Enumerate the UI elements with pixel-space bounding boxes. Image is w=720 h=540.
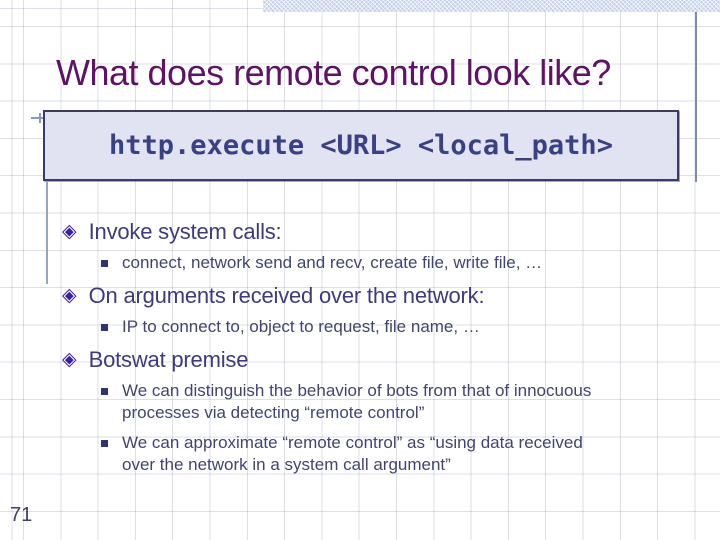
sub-bullet-text: We can approximate “remote control” as “… (122, 433, 583, 474)
bullet-heading: On arguments received over the network: (88, 283, 485, 308)
square-bullet-icon (101, 388, 108, 395)
bullet-heading: Botswat premise (88, 347, 249, 372)
square-bullet-icon (101, 324, 108, 331)
sub-bullet-item: We can distinguish the behavior of bots … (62, 380, 652, 424)
code-text: http.execute <URL> <local_path> (109, 130, 613, 161)
left-accent-line (46, 182, 48, 284)
square-bullet-icon (101, 260, 108, 267)
crosshair-handle-icon (39, 113, 41, 123)
bullet-item-invoke: ◈ Invoke system calls: (62, 220, 652, 244)
crosshair-handle-icon (31, 117, 44, 119)
right-accent-line (695, 12, 697, 182)
sub-bullet-text: IP to connect to, object to request, fil… (122, 317, 480, 336)
bullet-item-botswat: ◈ Botswat premise (62, 348, 652, 372)
diamond-bullet-icon: ◈ (62, 349, 77, 370)
bullet-list: ◈ Invoke system calls: connect, network … (62, 207, 652, 484)
diamond-bullet-icon: ◈ (62, 221, 77, 242)
sub-bullet-text: connect, network send and recv, create f… (122, 253, 543, 272)
sub-bullet-item: We can approximate “remote control” as “… (62, 432, 652, 476)
code-box: http.execute <URL> <local_path> (43, 110, 679, 181)
sub-bullet-item: IP to connect to, object to request, fil… (62, 316, 652, 338)
sub-bullet-text: We can distinguish the behavior of bots … (122, 381, 592, 422)
bullet-item-arguments: ◈ On arguments received over the network… (62, 284, 652, 308)
top-accent-band (263, 0, 720, 12)
sub-bullet-item: connect, network send and recv, create f… (62, 252, 652, 274)
diamond-bullet-icon: ◈ (62, 285, 77, 306)
slide-title: What does remote control look like? (56, 52, 611, 93)
page-number: 71 (10, 504, 33, 526)
square-bullet-icon (101, 440, 108, 447)
bullet-heading: Invoke system calls: (88, 219, 282, 244)
